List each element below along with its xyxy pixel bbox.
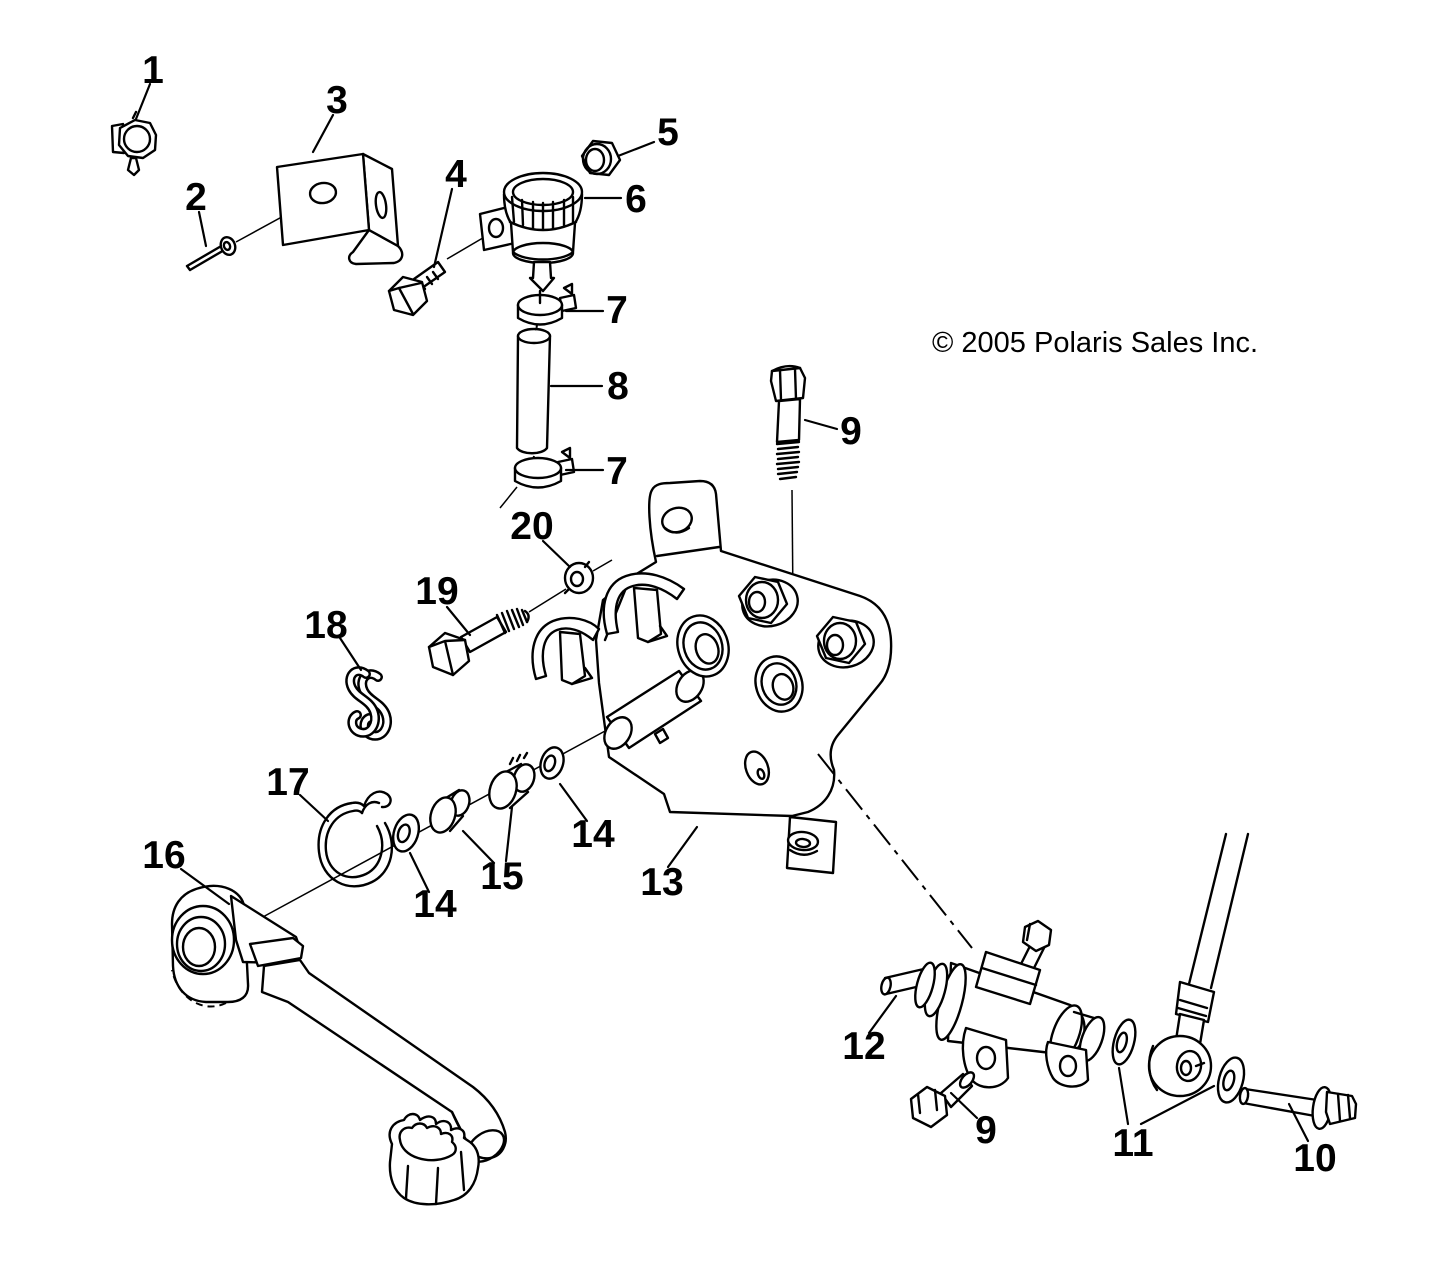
callout-2: 2 <box>185 176 207 219</box>
part-14-washer-left <box>391 813 421 853</box>
part-19-bolt <box>427 607 530 677</box>
callout-1: 1 <box>142 49 164 92</box>
part-9-bolt-bottom <box>909 1071 976 1129</box>
callout-7-upper: 7 <box>606 289 628 332</box>
callout-8: 8 <box>607 365 629 408</box>
part-16-pedal <box>170 884 507 1206</box>
part-14-washer-right <box>539 746 565 780</box>
callout-20: 20 <box>510 505 553 548</box>
callout-12: 12 <box>842 1025 885 1068</box>
part-5-nut <box>580 139 622 177</box>
part-8-hose <box>515 324 552 462</box>
callout-4: 4 <box>445 153 467 196</box>
copyright-text: © 2005 Polaris Sales Inc. <box>932 327 1258 359</box>
callout-14-left: 14 <box>413 883 457 926</box>
callout-9-bottom: 9 <box>975 1109 997 1152</box>
callout-18: 18 <box>304 604 347 647</box>
part-7-clamp-upper <box>516 282 578 326</box>
callout-7-lower: 7 <box>606 450 628 493</box>
callout-9-top: 9 <box>840 410 862 453</box>
part-4-bolt <box>387 260 447 317</box>
callout-11: 11 <box>1112 1122 1153 1165</box>
callout-3: 3 <box>326 79 348 122</box>
part-18-s-hook <box>345 666 392 741</box>
callout-14-right: 14 <box>571 813 615 856</box>
callout-19: 19 <box>415 570 458 613</box>
part-3-bracket <box>275 152 404 266</box>
callout-13: 13 <box>640 861 683 904</box>
part-20-washer <box>563 560 595 595</box>
part-15-bushings <box>429 751 536 834</box>
part-1-clip <box>110 110 158 177</box>
part-7-clamp-lower <box>499 446 576 509</box>
callout-10: 10 <box>1293 1137 1336 1180</box>
part-13-mounting-bracket <box>531 479 893 875</box>
part-11-banjo-washers <box>1111 832 1250 1104</box>
callout-15: 15 <box>480 855 523 898</box>
part-12-master-cylinder <box>880 919 1106 1089</box>
callout-16: 16 <box>142 834 185 877</box>
part-10-flange-bolt <box>1238 1085 1358 1131</box>
assembly-axis-dashdot <box>817 753 973 949</box>
callout-5: 5 <box>657 111 679 154</box>
callout-labels: 1 2 3 4 5 6 7 8 7 9 20 19 18 17 16 14 15… <box>142 49 1337 1180</box>
part-2-pin <box>185 236 237 272</box>
callout-6: 6 <box>625 178 647 221</box>
callout-17: 17 <box>266 761 309 804</box>
part-17-spring <box>317 790 394 888</box>
leader-lines <box>134 82 1310 1143</box>
part-6-reservoir <box>478 171 584 304</box>
